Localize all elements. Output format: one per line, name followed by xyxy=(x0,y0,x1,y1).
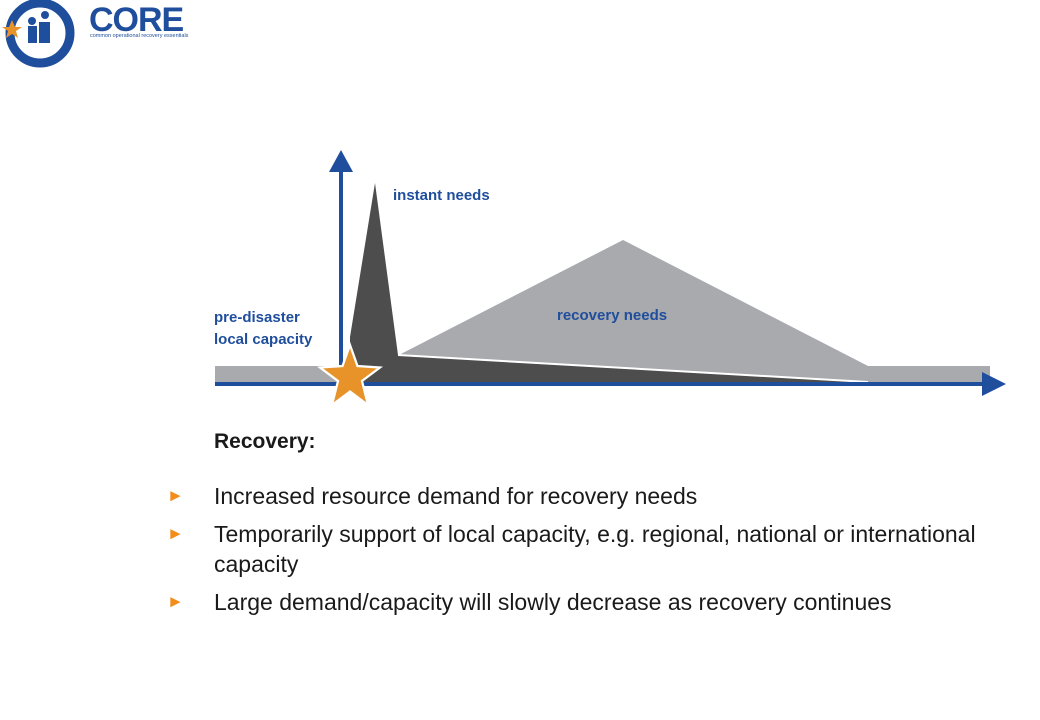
bullet-list: ► Increased resource demand for recovery… xyxy=(167,481,987,625)
logo-subtitle: common operational recovery essentials xyxy=(90,33,189,39)
label-instant-needs: instant needs xyxy=(393,187,490,204)
recovery-diagram: instant needs pre-disaster local capacit… xyxy=(214,150,1006,408)
bullet-text: Large demand/capacity will slowly decrea… xyxy=(214,589,892,615)
section-heading: Recovery: xyxy=(214,430,316,453)
bullet-arrow-icon: ► xyxy=(167,592,184,611)
disaster-star-icon xyxy=(316,341,384,408)
bullet-text: Increased resource demand for recovery n… xyxy=(214,483,698,509)
x-axis-arrowhead xyxy=(982,372,1006,396)
bullet-item: ► Temporarily support of local capacity,… xyxy=(167,519,987,579)
y-axis-arrowhead xyxy=(329,150,353,172)
core-logo: CORE common operational recovery essenti… xyxy=(0,0,200,70)
bullet-text: Temporarily support of local capacity, e… xyxy=(214,521,976,577)
bullet-arrow-icon: ► xyxy=(167,486,184,505)
area-separator xyxy=(397,354,869,383)
bullet-arrow-icon: ► xyxy=(167,524,184,543)
label-local-capacity: local capacity xyxy=(214,331,313,348)
core-badge-icon xyxy=(2,0,75,68)
logo-wordmark: CORE xyxy=(89,1,184,39)
label-pre-disaster: pre-disaster xyxy=(214,309,300,326)
bullet-item: ► Large demand/capacity will slowly decr… xyxy=(167,587,987,617)
label-recovery-needs: recovery needs xyxy=(557,307,667,324)
recovery-needs-area xyxy=(395,240,868,382)
instant-needs-spike xyxy=(350,183,868,382)
bullet-item: ► Increased resource demand for recovery… xyxy=(167,481,987,511)
